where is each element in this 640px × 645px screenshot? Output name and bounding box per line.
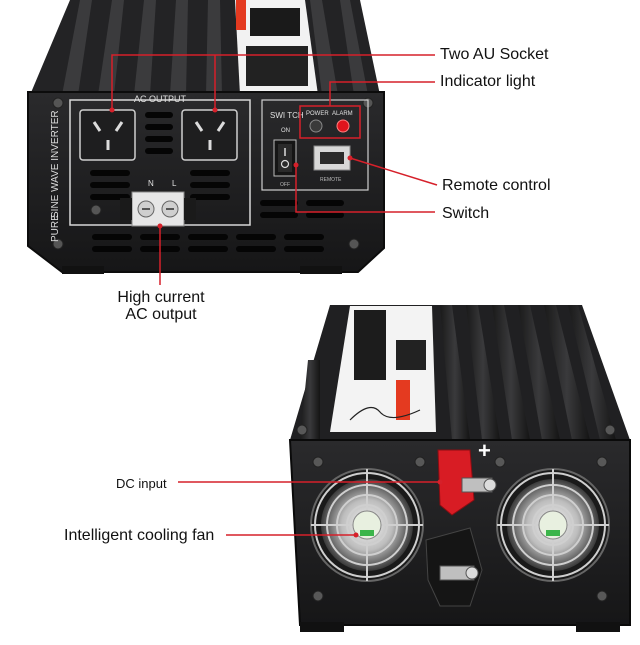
au-socket-right[interactable] [181, 109, 238, 161]
bottom-label-spec-table [396, 340, 426, 370]
switch-label: SWI TCH [270, 111, 304, 120]
callout-switch: Switch [442, 205, 490, 222]
switch-off-label: OFF [280, 182, 290, 188]
remote-port[interactable] [313, 145, 351, 171]
terminal-n-label: N [148, 179, 154, 188]
ac-frame-vents [90, 112, 230, 200]
top-label-red-stripe [236, 0, 246, 30]
positive-symbol: + [478, 438, 491, 463]
alarm-led [336, 119, 350, 133]
top-label-spec-block [250, 8, 300, 36]
side-text-pure: PURE [50, 214, 61, 242]
bottom-foot-right [576, 622, 620, 632]
top-inverter-fins [62, 0, 368, 95]
remote-port-label: REMOTE [320, 177, 342, 183]
ac-output-label: AC OUTPUT [134, 94, 187, 104]
power-switch[interactable] [273, 139, 297, 177]
callout-remote-control: Remote control [442, 177, 551, 194]
top-label-spec-table [246, 46, 308, 86]
bottom-inverter: + [288, 305, 631, 632]
terminal-l-label: L [172, 179, 177, 188]
bottom-label-wave [349, 406, 421, 421]
top-leader-dots [109, 107, 353, 229]
callout-high-current: High current [117, 289, 205, 306]
power-led-label: POWER [306, 111, 329, 117]
ac-terminal-block[interactable] [120, 191, 196, 227]
alarm-led-label: ALARM [332, 111, 353, 117]
top-bottom-vents [92, 200, 344, 252]
callout-two-au-socket: Two AU Socket [440, 46, 549, 63]
dc-negative-terminal[interactable] [425, 527, 483, 607]
cooling-fan-left [310, 468, 424, 582]
callout-intelligent-cooling-fan: Intelligent cooling fan [64, 527, 215, 544]
bottom-foot-left [300, 622, 344, 632]
bottom-inverter-fins [300, 305, 616, 440]
top-inverter: SINE WAVE INVERTER PURE AC OUTPUT N [27, 0, 385, 274]
control-frame [261, 99, 369, 191]
bottom-label-spec-block [354, 310, 386, 380]
bottom-panel-screws [296, 424, 616, 602]
bottom-leader-lines [178, 481, 440, 536]
dc-positive-terminal[interactable] [437, 449, 497, 516]
switch-on-label: ON [281, 128, 290, 134]
au-socket-left[interactable] [79, 109, 136, 161]
top-leader-lines [111, 54, 438, 285]
cooling-fan-right [496, 468, 610, 582]
power-led [309, 119, 323, 133]
callout-ac-output: AC output [125, 306, 197, 323]
callout-dc-input: DC input [116, 476, 167, 491]
top-foot-left [62, 266, 104, 274]
callout-indicator-light: Indicator light [440, 73, 536, 90]
side-text-sine-wave: SINE WAVE INVERTER [50, 110, 61, 218]
bottom-label-red-stripe [396, 380, 410, 420]
bottom-leader-dots [353, 479, 443, 538]
top-foot-right [300, 266, 342, 274]
